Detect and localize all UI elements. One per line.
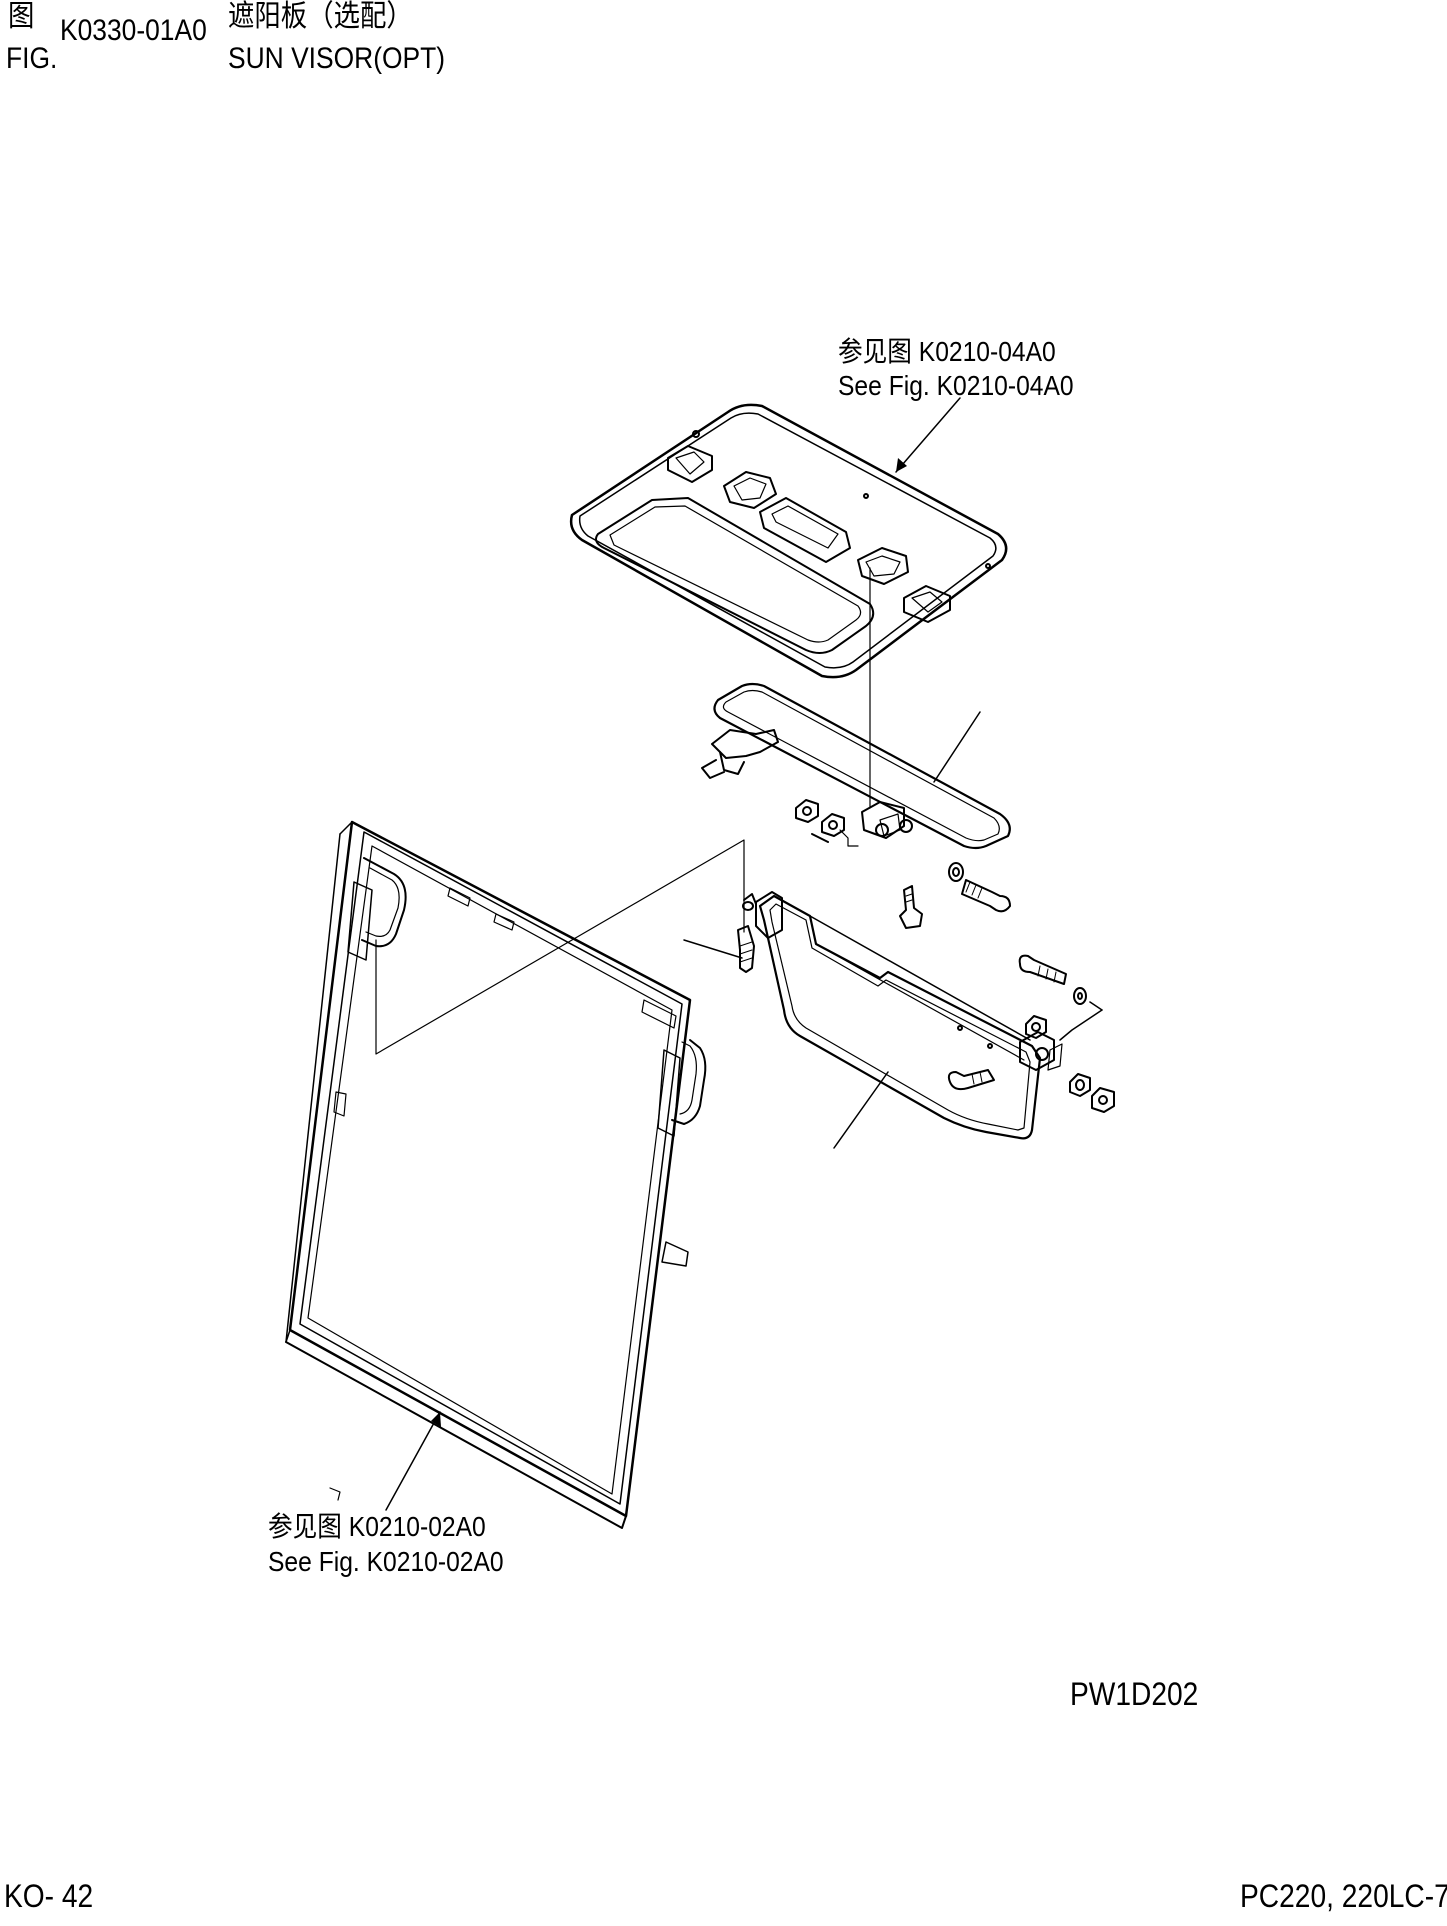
model-number: PC220, 220LC-7 [1240, 1878, 1447, 1914]
upper-hardware [796, 800, 1010, 928]
leader-lower-ref [386, 1412, 441, 1510]
roof-panel [571, 405, 1006, 677]
window-frame [286, 822, 705, 1528]
drawing-number: PW1D202 [1070, 1676, 1199, 1712]
ref-lower-en: See Fig. K0210-02A0 [268, 1546, 504, 1577]
fig-label-cn: 图 [8, 0, 35, 33]
ref-upper-en: See Fig. K0210-04A0 [838, 370, 1074, 401]
page-number: KO- 42 [4, 1878, 94, 1914]
fig-label-en: FIG. [6, 42, 58, 75]
leader-upper-ref [896, 398, 960, 472]
fig-code: K0330-01A0 [60, 14, 207, 47]
title-cn: 遮阳板（选配） [228, 0, 413, 33]
upper-visor [702, 684, 1010, 848]
leader-lower-visor [834, 1072, 888, 1148]
ref-upper-cn: 参见图 K0210-04A0 [838, 336, 1056, 367]
title-en: SUN VISOR(OPT) [228, 42, 446, 75]
lower-visor [744, 892, 1062, 1138]
ref-lower-cn: 参见图 K0210-02A0 [268, 1511, 486, 1542]
leader-upper-visor [934, 712, 980, 782]
lower-hardware [684, 902, 1114, 1112]
alignment-line-2 [376, 840, 744, 1054]
